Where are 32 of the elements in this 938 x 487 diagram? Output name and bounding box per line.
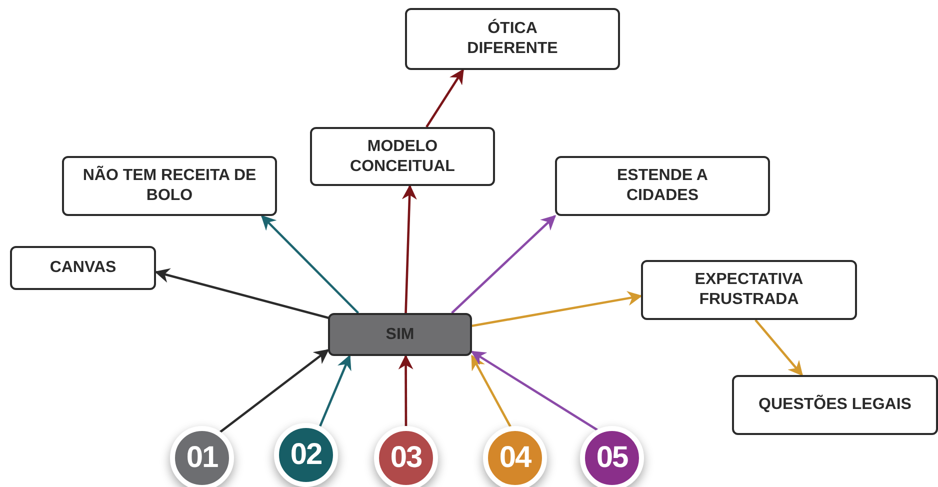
text-box	[62, 156, 277, 216]
node-label: ESTENDE A CIDADES	[616, 166, 709, 206]
arrow	[217, 349, 330, 435]
node-label: SIM	[384, 324, 416, 344]
central-box	[328, 313, 472, 356]
text-box	[405, 8, 620, 70]
node-label: MODELO CONCEITUAL	[349, 136, 456, 176]
text-box	[641, 260, 857, 320]
arrow	[470, 350, 600, 432]
step-number: 05	[595, 440, 629, 476]
node-label: NÃO TEM RECEITA DE BOLO	[82, 166, 258, 206]
arrow	[451, 214, 556, 314]
node-label: QUESTÕES LEGAIS	[758, 395, 912, 415]
step-number: 03	[389, 440, 423, 476]
text-box	[310, 127, 495, 186]
arrow	[472, 290, 642, 328]
node-label: EXPECTATIVA FRUSTRADA	[694, 270, 804, 310]
arrow	[398, 354, 414, 428]
arrow	[426, 68, 464, 128]
node-label: ÓTICA DIFERENTE	[466, 19, 559, 59]
step-number: 01	[185, 440, 219, 476]
arrow	[260, 214, 360, 314]
text-box	[10, 246, 156, 290]
step-number: 04	[498, 440, 532, 476]
text-box	[732, 375, 938, 435]
node-label: CANVAS	[48, 258, 118, 278]
arrow	[402, 184, 417, 314]
text-box	[555, 156, 770, 216]
arrow	[154, 268, 330, 320]
arrow	[319, 354, 352, 427]
step-number: 02	[289, 437, 323, 474]
arrow	[754, 319, 803, 376]
